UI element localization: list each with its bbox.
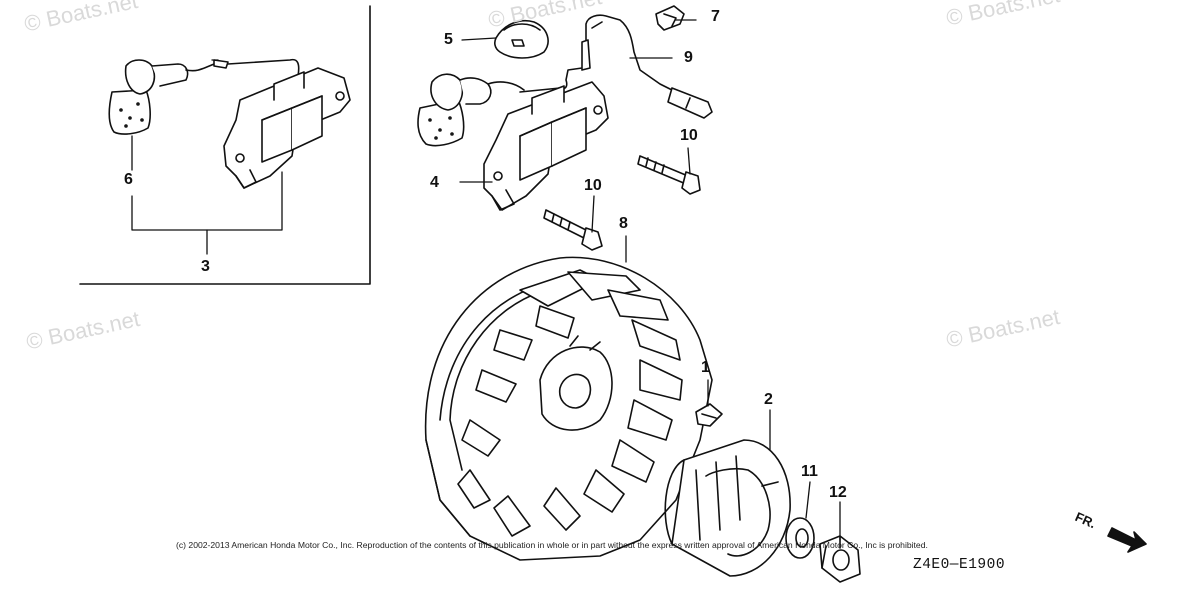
spark-plug-cap-icon [417,73,525,147]
callout-8: 8 [619,215,628,232]
bolt-icon-upper [637,155,701,195]
callout-7: 7 [711,8,720,25]
callout-10-upper: 10 [680,127,698,144]
callout-10-lower: 10 [584,177,602,194]
flywheel-icon [424,256,713,561]
callout-4: 4 [430,174,439,191]
inset-frame [79,5,371,285]
callout-9: 9 [684,49,693,66]
ground-wire-icon [581,14,713,119]
callout-1: 1 [701,359,710,376]
washer-icon [785,517,815,559]
inset-coil-assembly [108,58,351,255]
bolt-icon-lower [543,209,603,251]
ignition-coil-icon [483,67,609,211]
copyright-notice: (c) 2002-2013 American Honda Motor Co., … [176,540,928,550]
front-direction-arrow-icon [1107,527,1147,553]
plug-cover-icon [494,20,549,59]
callout-6: 6 [124,171,133,188]
callout-2: 2 [764,391,773,408]
starter-pulley-icon [664,439,791,577]
callout-5: 5 [444,31,453,48]
wire-clip-icon [655,5,685,31]
inset-coil-body [223,67,351,189]
inset-spark-plug-cap-icon [108,59,189,135]
diagram-code: Z4E0—E1900 [913,557,1006,573]
leader-lines [211,19,841,541]
callout-3: 3 [201,258,210,275]
callout-11: 11 [801,463,818,480]
callout-12: 12 [829,484,847,501]
